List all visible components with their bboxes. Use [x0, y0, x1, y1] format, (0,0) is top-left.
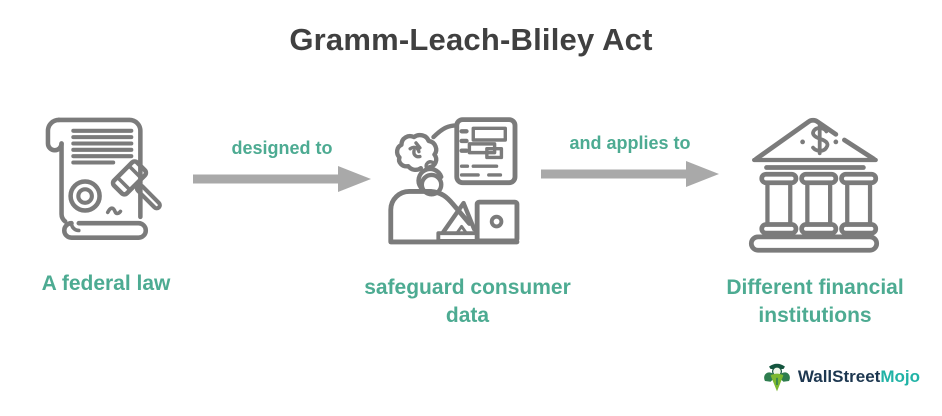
wallstreetmojo-logo: WallStreetMojo — [761, 360, 920, 394]
connector-and-applies-to: and applies to — [540, 133, 720, 188]
person-laptop-thinking-icon — [383, 100, 548, 246]
wallstreetmojo-bull-icon — [763, 363, 790, 392]
law-scroll-gavel-icon — [28, 100, 173, 254]
right-arrow-icon — [193, 166, 371, 192]
right-arrow-icon — [541, 161, 719, 187]
connector-label: and applies to — [569, 133, 691, 153]
logo-text-secondary: Mojo — [880, 367, 920, 386]
connector-label: designed to — [231, 138, 333, 158]
logo-text: WallStreetMojo — [798, 367, 920, 387]
step-label-safeguard-consumer-data: safeguard consumer data — [364, 276, 571, 328]
page-title: Gramm-Leach-Bliley Act — [289, 22, 653, 57]
step-label-federal-law: A federal law — [41, 272, 171, 295]
bank-building-icon — [738, 102, 890, 254]
step-label-financial-institutions: Different financial institutions — [726, 276, 904, 328]
connector-designed-to: designed to — [192, 138, 372, 193]
logo-text-primary: WallStreet — [797, 367, 881, 386]
